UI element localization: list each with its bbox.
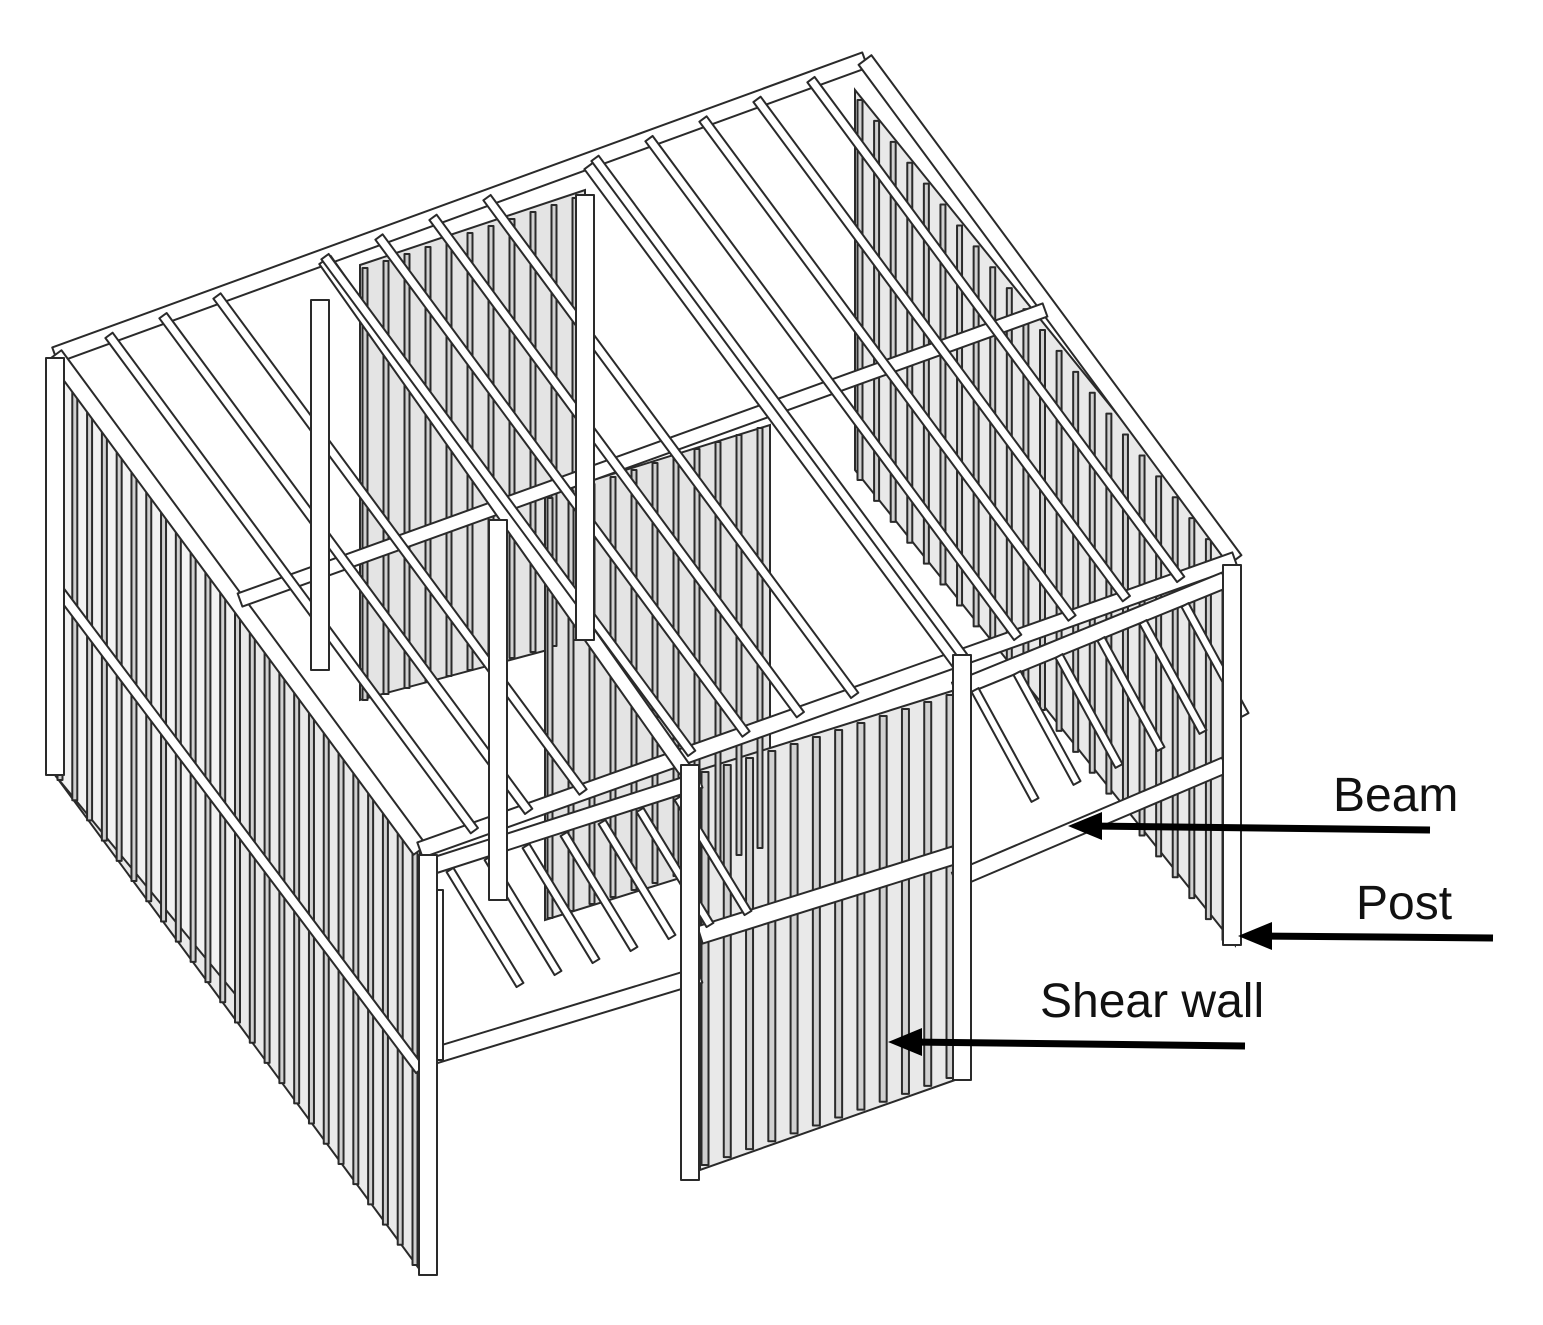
callout-arrows bbox=[888, 812, 1494, 1056]
shear-wall-stud bbox=[722, 764, 732, 1159]
left-wall-stud bbox=[174, 525, 182, 943]
floor-joist bbox=[597, 818, 677, 941]
floor-joist bbox=[559, 830, 639, 953]
floor-front-beam-left bbox=[416, 966, 704, 1069]
left-wall-stud bbox=[100, 424, 108, 842]
post bbox=[310, 299, 330, 671]
roof-joist bbox=[158, 311, 534, 816]
post bbox=[1222, 564, 1242, 946]
post bbox=[488, 519, 508, 901]
floor-joist bbox=[970, 687, 1040, 803]
beam-arrow-shaft bbox=[1089, 822, 1431, 834]
interior-wall-stud bbox=[651, 462, 659, 884]
post-arrow-shaft bbox=[1259, 932, 1494, 942]
roof-joist bbox=[590, 154, 968, 661]
roof-joist bbox=[752, 95, 1131, 603]
shear-wall-stud bbox=[878, 715, 888, 1103]
interior-wall-stud bbox=[672, 455, 680, 877]
posts bbox=[45, 194, 1242, 1276]
shear-wall-stud bbox=[900, 708, 910, 1095]
left-wall-stud bbox=[204, 566, 212, 984]
interior-wall-stud bbox=[529, 211, 537, 653]
interior-wall-stud bbox=[735, 434, 743, 856]
post bbox=[680, 764, 700, 1181]
joists bbox=[104, 75, 1250, 1061]
shear-wall-stud bbox=[811, 736, 821, 1127]
right-wall-stud bbox=[1138, 454, 1146, 837]
right-wall-stud bbox=[956, 224, 964, 607]
roof-joist bbox=[374, 233, 751, 738]
post bbox=[45, 357, 65, 776]
left-wall-stud bbox=[86, 404, 94, 822]
post-label: Post bbox=[1356, 877, 1453, 930]
interior-wall-stud bbox=[756, 427, 764, 849]
beam-arrow-head bbox=[1068, 812, 1102, 840]
post bbox=[575, 194, 595, 641]
shear-wall-arrow-head bbox=[888, 1028, 922, 1056]
left-wall-stud bbox=[160, 505, 168, 923]
shear-wall-stud bbox=[923, 701, 933, 1087]
floor-beams bbox=[47, 51, 1243, 1075]
post-arrow-head bbox=[1238, 922, 1272, 950]
shear-wall-stud bbox=[789, 743, 799, 1135]
right-wall-stud bbox=[1088, 391, 1096, 774]
shear-wall-stud bbox=[745, 757, 755, 1151]
interior-wall-stud bbox=[403, 253, 411, 689]
roof-right-beam bbox=[857, 54, 1243, 566]
roof-joist bbox=[428, 213, 805, 719]
right-wall-stud bbox=[889, 140, 897, 523]
roof-joist bbox=[806, 75, 1186, 584]
left-wall-stud bbox=[71, 384, 79, 802]
shear-wall-label: Shear wall bbox=[1040, 975, 1265, 1028]
floor-joist bbox=[445, 866, 525, 989]
roof-joist bbox=[320, 252, 697, 758]
interior-wall-stud bbox=[508, 218, 516, 659]
left-wall-stud bbox=[145, 485, 153, 903]
shear-wall-arrow-shaft bbox=[909, 1038, 1246, 1050]
left-wall-stud bbox=[115, 444, 123, 862]
post bbox=[952, 654, 972, 1081]
interior-wall-stud bbox=[609, 476, 617, 898]
roof-joist bbox=[698, 115, 1077, 622]
left-wall-stud bbox=[234, 606, 241, 1024]
right-wall-stud bbox=[939, 203, 947, 586]
shear-wall-stud bbox=[767, 750, 777, 1143]
floor-joist bbox=[1138, 619, 1208, 735]
right-wall-stud bbox=[922, 182, 930, 565]
floor-joist bbox=[1012, 670, 1082, 786]
floor-joist bbox=[521, 842, 601, 965]
shear-wall-stud bbox=[834, 729, 844, 1119]
left-wall-stud bbox=[130, 465, 138, 883]
roof-joist bbox=[644, 134, 1023, 642]
shear-wall-stud bbox=[856, 722, 866, 1111]
roof-joist bbox=[104, 331, 479, 835]
shear-wall-stud bbox=[700, 771, 710, 1166]
floor-joist bbox=[1054, 653, 1124, 769]
post bbox=[418, 854, 438, 1276]
floor-joist bbox=[1096, 636, 1166, 752]
left-wall-stud bbox=[189, 545, 197, 963]
beam-label: Beam bbox=[1333, 769, 1459, 822]
left-wall-stud bbox=[219, 586, 227, 1004]
